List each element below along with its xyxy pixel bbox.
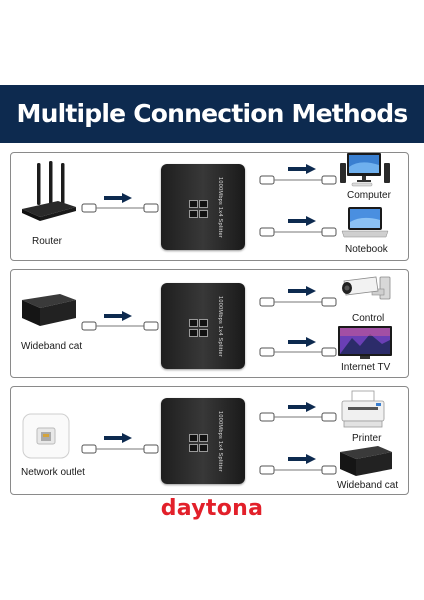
arrow-icon [288,337,316,347]
ethernet-port-icon [199,434,208,442]
ethernet-cable-icon [259,412,337,422]
notebook-icon [341,207,389,238]
arrow-icon [104,433,132,443]
page-title: Multiple Connection Methods [16,99,409,128]
arrow-icon [288,164,316,174]
output-label-notebook: Notebook [345,244,388,255]
output-label-printer: Printer [352,433,382,444]
ethernet-cable-icon [259,297,337,307]
ethernet-cable-icon [259,347,337,357]
router-icon [22,161,76,221]
output-label-computer: Computer [347,190,391,201]
arrow-icon [288,402,316,412]
ethernet-port-icon [199,319,208,327]
arrow-icon [104,193,132,203]
ethernet-cable-icon [259,227,337,237]
splitter-label: 1000Mbps 1x4 Splitter [217,177,223,239]
source-label-network-outlet: Network outlet [21,467,85,478]
ethernet-port-icon [189,434,198,442]
ethernet-cable-icon [81,321,159,331]
splitter-device: 1000Mbps 1x4 Splitter [161,164,245,250]
ethernet-port-icon [199,329,208,337]
output-label-internet-tv: Internet TV [341,362,391,373]
ethernet-port-icon [189,200,198,208]
ethernet-port-icon [199,200,208,208]
splitter-label: 1000Mbps 1x4 Splitter [217,296,223,358]
security-camera-icon [342,276,391,300]
title-banner: Multiple Connection Methods [0,85,424,143]
ethernet-cable-icon [81,203,159,213]
output-label-wideband-cat: Wideband cat [337,480,399,491]
ethernet-port-icon [189,329,198,337]
ethernet-port-icon [199,444,208,452]
splitter-label: 1000Mbps 1x4 Splitter [217,411,223,473]
internet-tv-icon [338,326,392,359]
arrow-icon [288,286,316,296]
output-label-control: Control [352,313,385,324]
wideband-box-icon [22,294,76,326]
printer-icon [341,390,385,428]
ethernet-port-icon [189,444,198,452]
ethernet-cable-icon [259,465,337,475]
brand-logo: daytona [160,496,264,521]
ethernet-cable-icon [81,444,159,454]
source-label-wideband-cat: Wideband cat [21,341,83,352]
arrow-icon [288,454,316,464]
splitter-device: 1000Mbps 1x4 Splitter [161,398,245,484]
source-label-router: Router [32,236,63,247]
computer-icon [340,153,390,187]
network-outlet-icon [22,413,70,459]
ethernet-cable-icon [259,175,337,185]
splitter-device: 1000Mbps 1x4 Splitter [161,283,245,369]
ethernet-port-icon [189,210,198,218]
ethernet-port-icon [189,319,198,327]
ethernet-port-icon [199,210,208,218]
wideband-box-icon [340,446,392,476]
arrow-icon [104,311,132,321]
arrow-icon [288,216,316,226]
